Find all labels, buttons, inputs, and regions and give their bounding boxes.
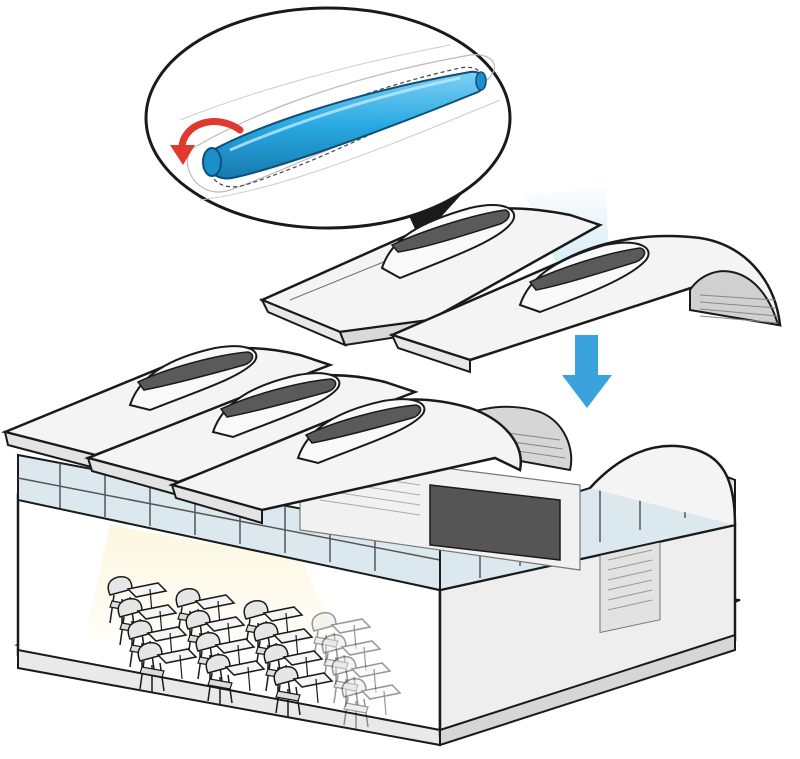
installed-roof [1, 345, 573, 525]
chalkboard [429, 484, 561, 561]
light-tube [202, 70, 487, 180]
student-desk [321, 634, 382, 685]
student-desk [341, 678, 402, 729]
desk-grid [107, 576, 402, 729]
detail-callout [144, 6, 512, 240]
down-arrow-icon [562, 335, 612, 408]
student-desk [205, 654, 266, 705]
student-desk [137, 642, 198, 693]
student-desk [195, 632, 256, 683]
roof-module-upper-right [388, 234, 782, 374]
student-desk [331, 656, 392, 707]
roof-module-upper-left [258, 204, 604, 347]
rotation-arrow-icon [170, 118, 244, 165]
student-desk [311, 612, 372, 663]
student-desk [273, 666, 334, 717]
classroom-building [14, 444, 741, 747]
